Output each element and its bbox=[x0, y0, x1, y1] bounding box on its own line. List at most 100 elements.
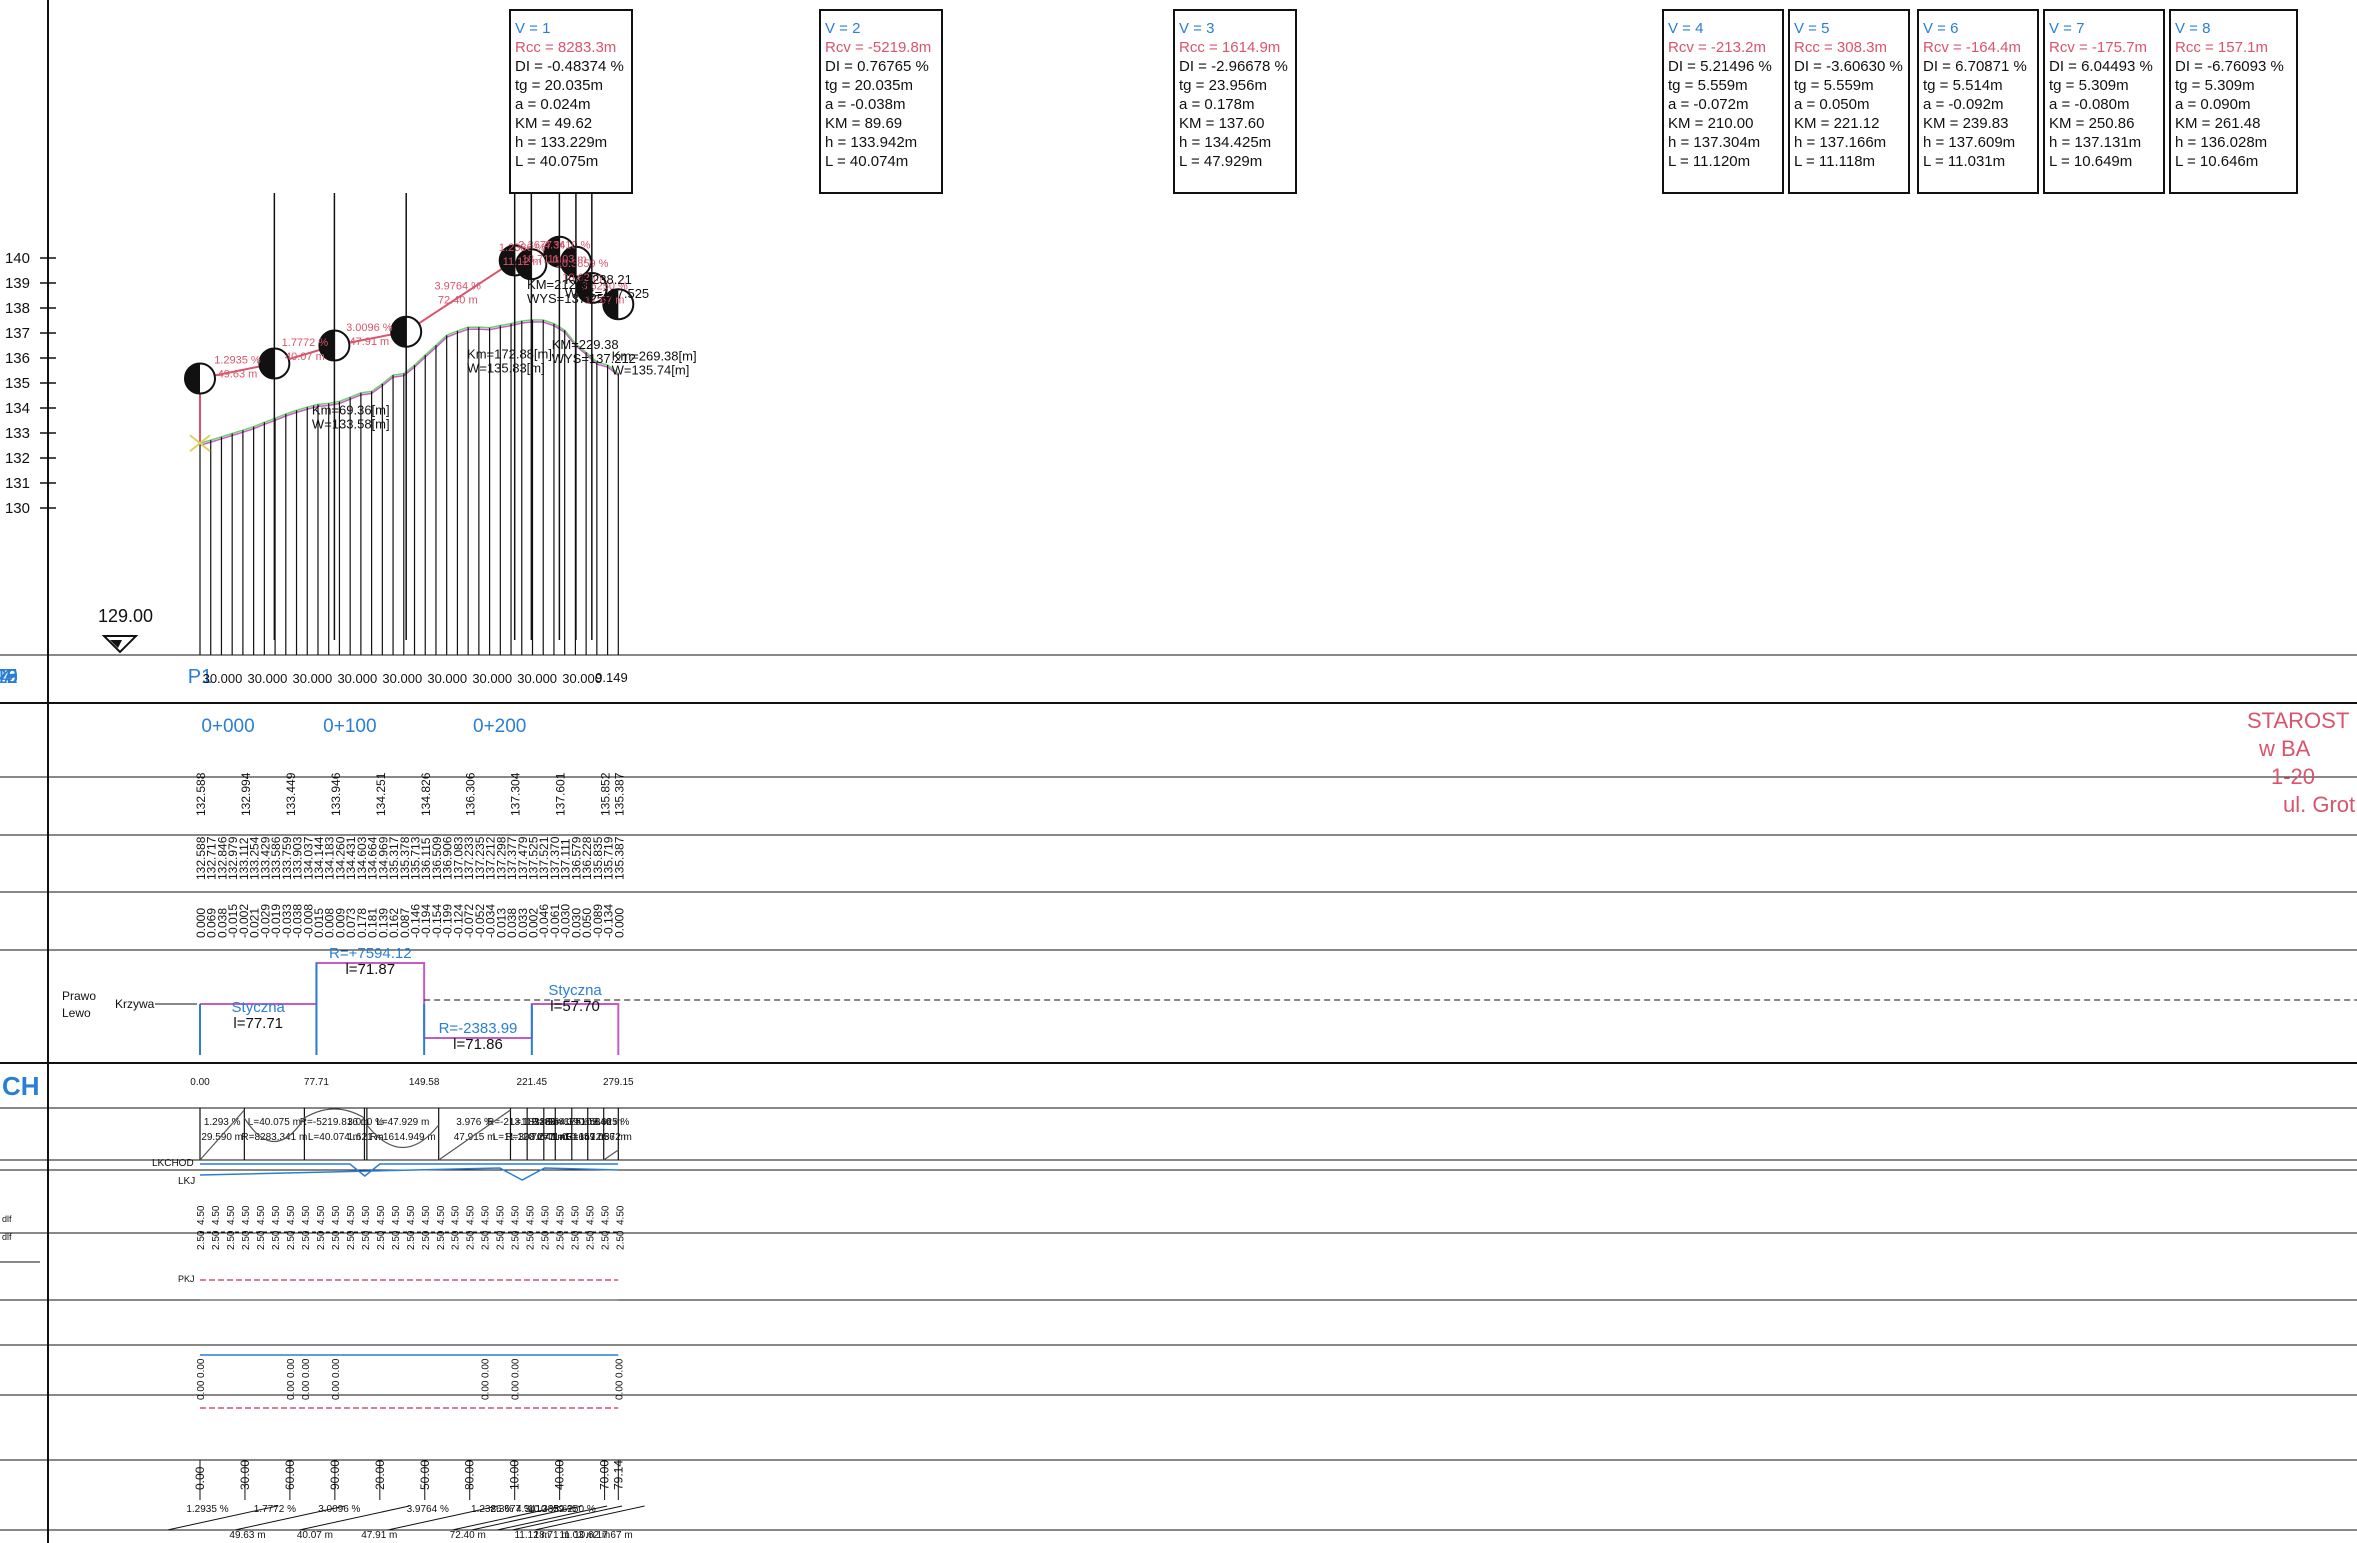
segment-length: l=77.71 bbox=[233, 1015, 283, 1032]
vertex-fill-icon bbox=[185, 363, 200, 394]
ground-elevation-value: 134.969 bbox=[376, 836, 390, 880]
vertex-name-text: V = 8 bbox=[2175, 20, 2210, 37]
difference-value: -0.194 bbox=[419, 904, 433, 938]
upper-width-value: 4.50 bbox=[361, 1205, 372, 1225]
grade-percent-label: 3.9764 % bbox=[434, 281, 481, 293]
lower-width-value: 2.50 bbox=[526, 1230, 537, 1250]
side-label-right: Prawo bbox=[62, 989, 96, 1003]
stamp-watermark: w BA bbox=[2258, 736, 2311, 761]
vertex-fill-icon bbox=[560, 246, 576, 277]
vertex-km-text: KM = 89.69 bbox=[825, 115, 902, 132]
interval-label: 30.000 bbox=[203, 671, 243, 686]
segment-length: l=57.70 bbox=[550, 998, 600, 1015]
lower-width-value: 2.50 bbox=[481, 1230, 492, 1250]
station-label: P16 bbox=[0, 666, 18, 688]
ground-elevation-value: 137.521 bbox=[537, 836, 551, 880]
left-width-label: dlf bbox=[2, 1232, 12, 1242]
vertex-tg-text: tg = 23.956m bbox=[1179, 77, 1267, 94]
vertex-di-text: DI = 6.70871 % bbox=[1923, 58, 2027, 75]
upper-width-value: 4.50 bbox=[211, 1205, 222, 1225]
element-param-b: L=10.649 m bbox=[553, 1132, 606, 1143]
upper-width-value: 4.50 bbox=[301, 1205, 312, 1225]
difference-value: 0.002 bbox=[526, 908, 540, 938]
chainage-label: 0+200 bbox=[473, 716, 526, 737]
difference-value: -0.038 bbox=[291, 904, 305, 938]
element-param-a: L=10.646 m bbox=[569, 1117, 622, 1128]
bottom-grade-percent: 2.3677 % bbox=[491, 1504, 533, 1515]
ground-elevation-value: 135.719 bbox=[602, 836, 616, 880]
upper-width-value: 4.50 bbox=[571, 1205, 582, 1225]
ground-elevation-value: 134.260 bbox=[333, 836, 347, 880]
zero-width-value: 0.00 bbox=[331, 1380, 342, 1400]
vertex-name-text: V = 7 bbox=[2049, 20, 2084, 37]
point-elevation-label: W=133.58[m] bbox=[312, 417, 390, 432]
element-param-b: 1.621 m bbox=[348, 1132, 384, 1143]
grade-sketch-line bbox=[452, 1505, 563, 1531]
ground-elevation-value: 137.298 bbox=[494, 836, 508, 880]
difference-value: 0.021 bbox=[248, 908, 262, 938]
distance-label: 10.00 bbox=[508, 1460, 522, 1490]
ground-elevation-value: 137.083 bbox=[451, 836, 465, 880]
distance-label: 80.00 bbox=[463, 1460, 477, 1490]
alignment-chainage: 221.45 bbox=[517, 1077, 548, 1088]
distance-label: 20.00 bbox=[373, 1460, 387, 1490]
existing-ground-line bbox=[199, 321, 619, 447]
zero-width-value: 0.00 bbox=[481, 1358, 492, 1378]
design-elevation-value: 135.852 bbox=[599, 772, 613, 816]
difference-value: -0.199 bbox=[441, 904, 455, 938]
axis-tick-label: 133 bbox=[5, 425, 30, 442]
zero-width-value: 0.00 bbox=[511, 1380, 522, 1400]
grade-length-label: 49.63 m bbox=[218, 368, 258, 380]
right-width-label: dlf bbox=[2, 1214, 12, 1224]
lower-width-value: 2.50 bbox=[211, 1230, 222, 1250]
bottom-grade-length: 47.91 m bbox=[361, 1530, 397, 1541]
bottom-grade-percent: 10.3859 % bbox=[528, 1504, 576, 1515]
station-label: P28 bbox=[0, 666, 18, 688]
zero-width-value: 0.00 bbox=[614, 1380, 625, 1400]
ground-elevation-value: 134.431 bbox=[344, 836, 358, 880]
vertex-di-text: DI = 5.21496 % bbox=[1668, 58, 1772, 75]
axis-tick-label: 135 bbox=[5, 375, 30, 392]
segment-name: R=-2383.99 bbox=[439, 1020, 518, 1037]
vertex-km-text: KM = 261.48 bbox=[2175, 115, 2260, 132]
grade-sketch-line bbox=[497, 1505, 608, 1531]
ground-elevation-value: 137.370 bbox=[548, 836, 562, 880]
upper-width-value: 4.50 bbox=[316, 1205, 327, 1225]
ground-elevation-value: 137.377 bbox=[505, 836, 519, 880]
design-elevation-value: 137.601 bbox=[554, 772, 568, 816]
distance-label: 90.00 bbox=[328, 1460, 342, 1490]
vertex-box-frame bbox=[2043, 9, 2165, 194]
interval-label: 30.000 bbox=[472, 671, 512, 686]
vertex-a-text: a = 0.090m bbox=[2175, 96, 2250, 113]
upper-width-value: 4.50 bbox=[346, 1205, 357, 1225]
vertex-tg-text: tg = 5.309m bbox=[2175, 77, 2255, 94]
vertex-h-text: h = 137.609m bbox=[1923, 134, 2015, 151]
station-label: P10 bbox=[0, 666, 18, 688]
grade-length-label: 17.67 m bbox=[585, 295, 625, 307]
difference-value: -0.002 bbox=[237, 904, 251, 938]
upper-width-value: 4.50 bbox=[481, 1205, 492, 1225]
bottom-grade-length: 72.40 m bbox=[450, 1530, 486, 1541]
vertex-fill-icon bbox=[259, 348, 275, 379]
vertex-box-frame bbox=[1662, 9, 1784, 194]
vertex-tg-text: tg = 5.309m bbox=[2049, 77, 2129, 94]
distance-label: 70.00 bbox=[598, 1460, 612, 1490]
vertex-a-text: a = 0.024m bbox=[515, 96, 590, 113]
upper-width-value: 4.50 bbox=[226, 1205, 237, 1225]
difference-value: 0.000 bbox=[612, 908, 626, 938]
lower-width-value: 2.50 bbox=[541, 1230, 552, 1250]
vertex-a-text: a = -0.092m bbox=[1923, 96, 2003, 113]
lower-width-value: 2.50 bbox=[286, 1230, 297, 1250]
axis-tick-label: 134 bbox=[5, 400, 30, 417]
difference-value: 0.000 bbox=[194, 908, 208, 938]
datum-label: 129.00 bbox=[98, 606, 153, 626]
lane-edge-line bbox=[199, 1167, 619, 1181]
distance-label: 50.00 bbox=[418, 1460, 432, 1490]
ground-elevation-value: 133.112 bbox=[237, 837, 251, 880]
upper-width-value: 4.50 bbox=[286, 1205, 297, 1225]
alignment-chainage: 149.58 bbox=[409, 1077, 440, 1088]
difference-value: 0.038 bbox=[215, 908, 229, 938]
